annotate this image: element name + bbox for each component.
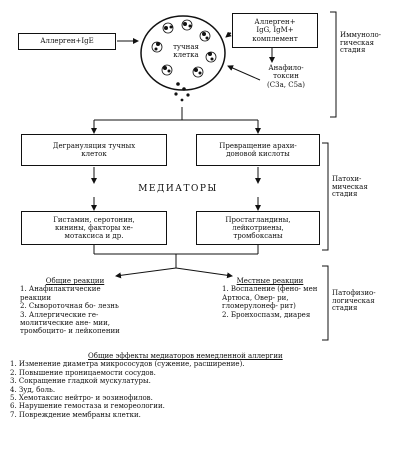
allergen-ige-label: Аллерген+IgE bbox=[40, 37, 94, 46]
effect-item: 1. Изменение диаметра микрососудов (суже… bbox=[10, 360, 245, 369]
local-reactions: Местные реакции 1. Воспаление (фено- мен… bbox=[222, 277, 318, 319]
mediators-right-box: Простагландины, лейкотриены, тромбоксаны bbox=[196, 211, 320, 245]
mediators-left-box: Гистамин, серотонин, кинины, факторы хе-… bbox=[21, 211, 167, 245]
allergen-ige-box: Аллерген+IgE bbox=[18, 33, 116, 50]
general-reaction-item: 3. Аллергические ге- молитические ане- м… bbox=[20, 310, 120, 336]
effect-item: 5. Хемотаксис нейтро- и эозинофилов. bbox=[10, 393, 153, 402]
stage-pathophysiological: Патофизио- логическая стадия bbox=[332, 289, 376, 313]
general-reaction-item: 1. Анафилактические реакции bbox=[20, 285, 101, 302]
effect-item: 3. Сокращение гладкой мускулатуры. bbox=[10, 377, 151, 386]
degranulation-box: Дегрануляция тучных клеток bbox=[21, 134, 167, 166]
effect-item: 6. Нарушение гемостаза и гемореологии. bbox=[10, 402, 165, 411]
anaphylatoxin-label: Анафило- токсин (C3a, C5a) bbox=[267, 64, 305, 89]
general-effects: Общие эффекты медиаторов немедленной алл… bbox=[10, 352, 350, 419]
arachidonic-box: Превращение арахи- доновой кислоты bbox=[196, 134, 320, 166]
general-reactions-title: Общие реакции bbox=[45, 277, 105, 285]
stage-pathochemical: Патохи- мическая стадия bbox=[332, 175, 368, 199]
allergen-igg-box: Аллерген+ IgG, IgM+ комплемент bbox=[232, 13, 318, 48]
general-effects-title: Общие эффекты медиаторов немедленной алл… bbox=[88, 352, 283, 360]
local-reaction-item: 2. Бронхоспазм, диарея bbox=[222, 310, 311, 319]
mediators-heading: МЕДИАТОРЫ bbox=[138, 184, 218, 194]
local-reactions-title: Местные реакции bbox=[236, 277, 304, 285]
effect-item: 2. Повышение проницаемости сосудов. bbox=[10, 368, 156, 377]
granules bbox=[154, 22, 214, 102]
effect-item: 4. Зуд, боль. bbox=[10, 385, 56, 394]
general-reaction-item: 2. Сывороточная бо- лезнь bbox=[20, 302, 119, 311]
general-reactions: Общие реакции 1. Анафилактические реакци… bbox=[20, 277, 130, 336]
granule-rings bbox=[151, 19, 217, 78]
mast-cell-label: тучная клетка bbox=[173, 43, 199, 60]
local-reaction-item: 1. Воспаление (фено- мен Артюса, Овер- р… bbox=[222, 285, 318, 311]
stage-immunological: Иммуноло- гическая стадия bbox=[340, 31, 382, 55]
effect-item: 7. Повреждение мембраны клетки. bbox=[10, 410, 141, 419]
